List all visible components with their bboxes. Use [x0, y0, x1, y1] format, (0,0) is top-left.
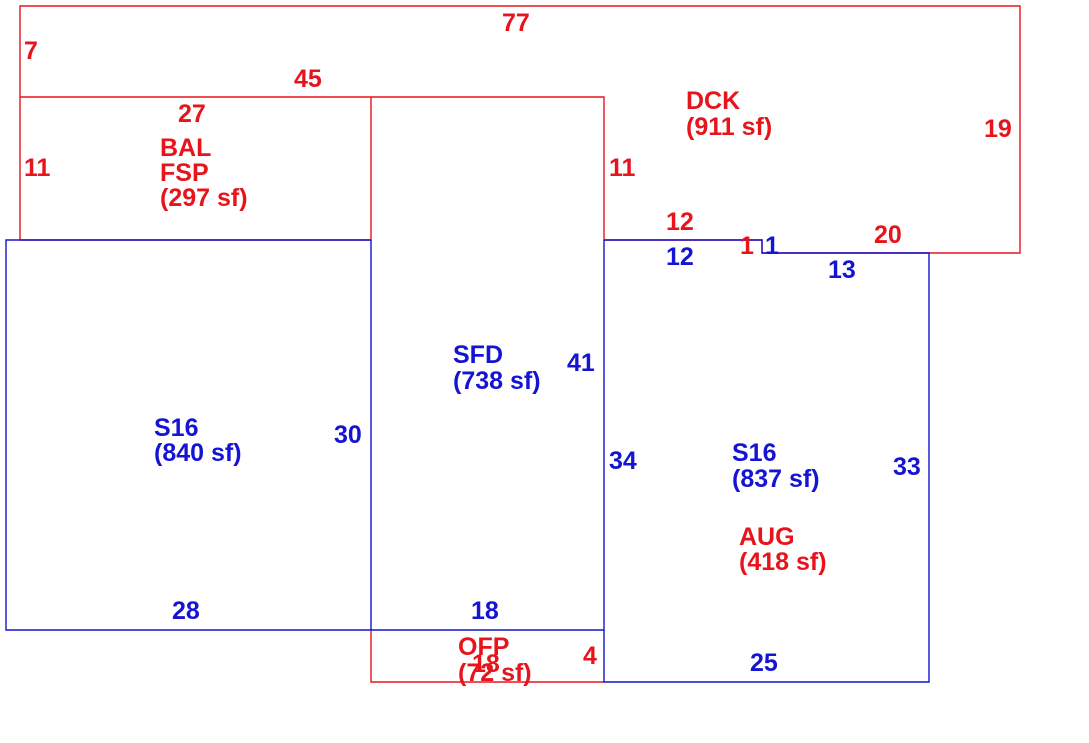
dim-11-left: 11 [24, 154, 51, 182]
dim-18: 18 [471, 597, 499, 625]
sfd-area-label: (738 sf) [453, 367, 541, 395]
s16-left-code-label: S16 [154, 414, 198, 442]
dck-code-label: DCK [686, 87, 740, 115]
dim-18-ofp: 18 [472, 650, 500, 678]
red-outlines [19, 5, 1021, 683]
s16-right-code-label: S16 [732, 439, 776, 467]
dim-13: 13 [828, 256, 856, 284]
bal-code-label: BAL [160, 134, 211, 162]
bal-area-label: (297 sf) [160, 184, 248, 212]
dim-7: 7 [24, 37, 38, 65]
blue-outlines [5, 239, 930, 683]
s16-left-outline [5, 239, 371, 631]
sfd-code-label: SFD [453, 341, 503, 369]
s16-right-area-label: (837 sf) [732, 465, 820, 493]
dim-34: 34 [609, 447, 637, 475]
dim-20: 20 [874, 221, 902, 249]
dim-11-mid: 11 [609, 154, 636, 182]
dim-45: 45 [294, 65, 322, 93]
dim-77: 77 [502, 9, 530, 37]
ofp-outline [370, 630, 604, 683]
dim-1-blue: 1 [765, 232, 779, 260]
dim-19: 19 [984, 115, 1012, 143]
aug-area-label: (418 sf) [739, 548, 827, 576]
dim-30: 30 [334, 421, 362, 449]
dck-outline [19, 5, 1021, 254]
dim-4: 4 [583, 642, 597, 670]
dim-12-red: 12 [666, 208, 694, 236]
dim-33: 33 [893, 453, 921, 481]
dim-27: 27 [178, 100, 206, 128]
aug-code-label: AUG [739, 523, 795, 551]
dim-28: 28 [172, 597, 200, 625]
ofp-area-label: (72 sf) [458, 659, 532, 687]
dim-12-blue: 12 [666, 243, 694, 271]
ofp-code-label: OFP [458, 633, 509, 661]
sfd-outline [370, 240, 605, 631]
s16-left-area-label: (840 sf) [154, 439, 242, 467]
s16-right-outline [603, 239, 930, 683]
dck-area-label: (911 sf) [686, 113, 772, 141]
dim-1-red: 1 [740, 232, 754, 260]
fsp-code-label: FSP [160, 159, 209, 187]
dim-41: 41 [567, 349, 595, 377]
dim-25: 25 [750, 649, 778, 677]
